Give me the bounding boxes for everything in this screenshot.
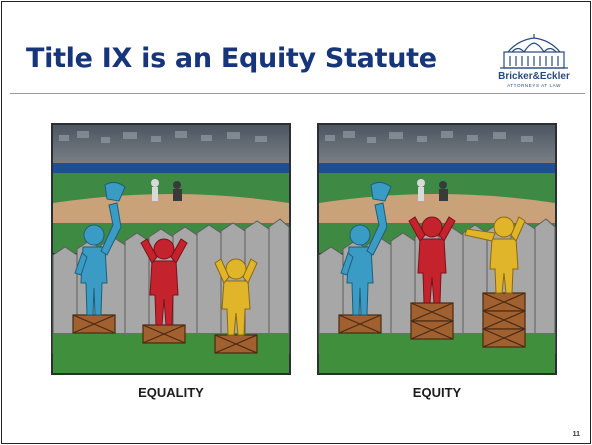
bricker-eckler-logo: Bricker&Eckler ATTORNEYS AT LAW	[498, 34, 570, 90]
crate	[410, 302, 454, 322]
logo-tagline: ATTORNEYS AT LAW	[507, 83, 561, 88]
short-figure	[464, 216, 526, 294]
slide-title: Title IX is an Equity Statute	[26, 43, 437, 74]
stadium-crowd	[319, 125, 555, 163]
title-divider	[10, 93, 585, 94]
tall-figure	[74, 181, 126, 316]
short-figure	[214, 258, 258, 336]
crate	[482, 310, 526, 330]
outfield-banner	[53, 163, 289, 173]
equity-illustration	[317, 123, 557, 375]
crate	[482, 328, 526, 348]
batter-icon	[417, 179, 425, 201]
crate	[214, 334, 258, 354]
crate	[72, 314, 116, 334]
stadium-crowd	[53, 125, 289, 163]
logo-name: Bricker&Eckler	[498, 71, 570, 82]
batter-icon	[151, 179, 159, 201]
catcher-icon	[439, 181, 448, 201]
equality-caption: EQUALITY	[138, 385, 204, 400]
tall-figure	[340, 181, 392, 316]
crate	[338, 314, 382, 334]
crate	[482, 292, 526, 312]
equality-illustration	[51, 123, 291, 375]
crate	[410, 320, 454, 340]
building-icon	[500, 34, 568, 69]
equity-caption: EQUITY	[412, 385, 462, 400]
medium-figure	[140, 238, 188, 326]
medium-figure	[408, 216, 456, 304]
outfield-banner	[319, 163, 555, 173]
crate	[142, 324, 186, 344]
page-number: 11	[572, 431, 580, 438]
catcher-icon	[173, 181, 182, 201]
